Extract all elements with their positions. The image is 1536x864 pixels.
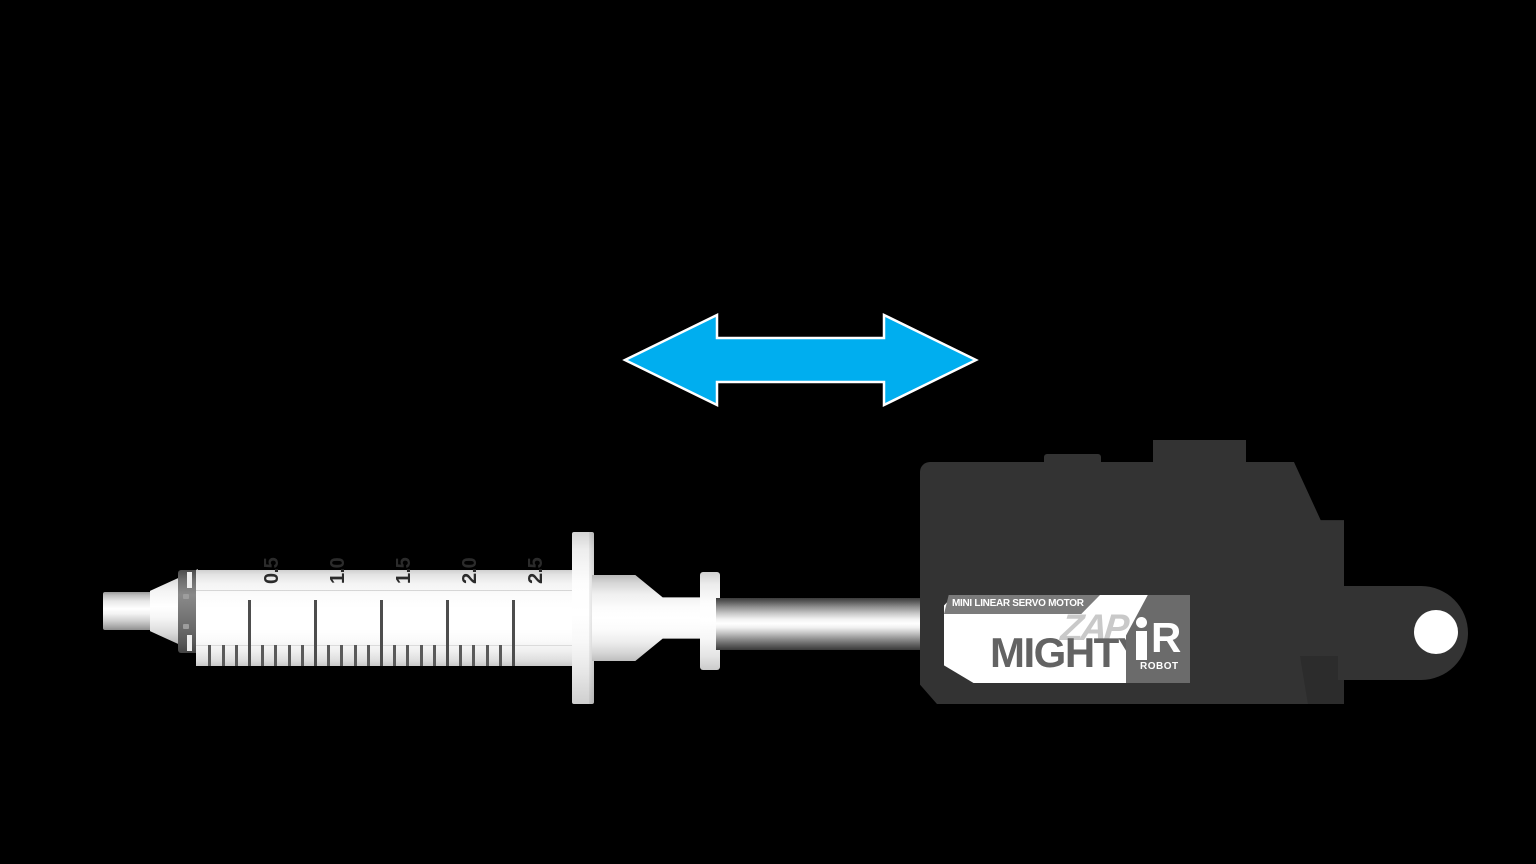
graduation-major-tick [380,600,383,666]
syringe-barrel-flange [572,532,594,704]
graduation-minor-tick [366,645,370,666]
syringe-barrel [196,570,586,666]
graduation-minor-tick [274,645,278,666]
graduation-minor-tick [432,645,436,666]
label-tagline-bar [944,595,1100,614]
graduation-minor-tick [208,645,212,666]
metal-push-rod [716,598,938,650]
graduation-minor-tick [261,645,265,666]
collar-dot-upper [183,594,189,599]
graduation-minor-tick [498,645,502,666]
collar-dot-lower [183,624,189,629]
graduation-minor-tick [221,645,225,666]
barrel-highlight-band-top [196,590,586,591]
logo-robot-wordmark: ROBOT [1140,661,1179,672]
syringe-plunger-thumb-pad [700,572,720,670]
graduation-minor-tick [472,645,476,666]
ir-robot-logo: R ROBOT [1132,617,1182,677]
barrel-highlight-band-bottom [196,645,586,646]
graduation-minor-tick [327,645,331,666]
syringe-nozzle-tip [103,592,155,630]
label-brand-mighty: MIGHTY [990,629,1146,676]
servo-top-bump-tall [1153,440,1246,466]
graduation-major-tick [248,600,251,666]
servo-brand-label: MINI LINEAR SERVO MOTOR ZAP MIGHTY R ROB… [944,595,1190,683]
logo-r-letter: R [1151,614,1181,661]
graduation-minor-tick [459,645,463,666]
bracket-mounting-hole [1414,610,1458,654]
collar-slot-top [187,572,192,588]
graduation-major-tick [314,600,317,666]
collar-slot-bottom [187,635,192,651]
graduation-major-tick [512,600,515,666]
graduation-minor-tick [300,645,304,666]
logo-i-stem [1136,631,1147,660]
graduation-minor-tick [340,645,344,666]
servo-lower-right-step [1300,656,1344,704]
graduation-major-tick [446,600,449,666]
label-maker-panel: R ROBOT [1126,595,1190,683]
graduation-minor-tick [406,645,410,666]
logo-i-dot [1136,617,1147,628]
graduation-minor-tick [393,645,397,666]
graduation-minor-tick [485,645,489,666]
graduation-minor-tick [353,645,357,666]
graduation-minor-tick [234,645,238,666]
syringe-barrel-flange-shadow [589,532,594,704]
graduation-minor-tick [287,645,291,666]
graduation-minor-tick [419,645,423,666]
label-tagline-text: MINI LINEAR SERVO MOTOR [952,598,1084,609]
